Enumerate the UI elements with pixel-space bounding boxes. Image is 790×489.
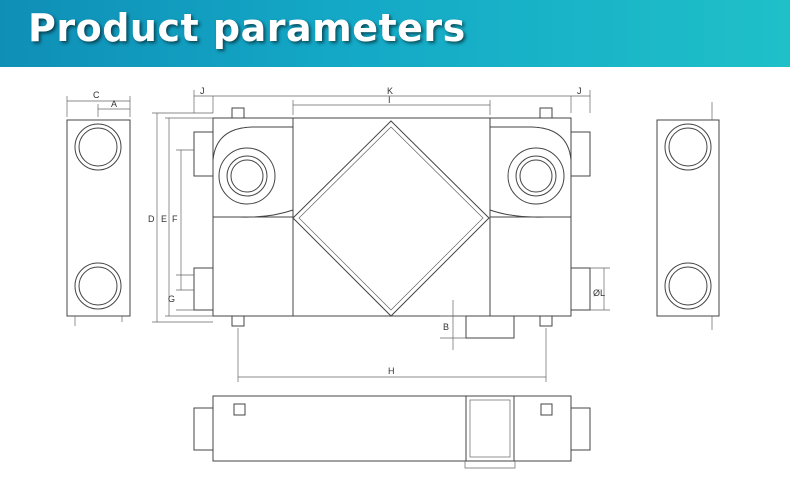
bottom-view: [193, 395, 591, 469]
dim-label-j-left: J: [200, 86, 205, 96]
dim-label-i: I: [388, 95, 391, 105]
right-side-view: [656, 102, 720, 330]
header-banner: Product parameters: [0, 0, 790, 67]
dim-label-c: C: [93, 90, 100, 100]
dim-label-a: A: [111, 99, 117, 109]
dim-label-b: B: [443, 322, 449, 332]
dim-label-k: K: [387, 86, 393, 96]
dim-label-g: G: [168, 294, 175, 304]
left-side-view: C A: [66, 90, 131, 326]
dim-label-h: H: [388, 366, 395, 376]
dim-label-f: F: [172, 214, 178, 224]
dim-label-d: D: [148, 214, 155, 224]
dim-label-j-right: J: [577, 86, 582, 96]
dim-label-e: E: [161, 214, 167, 224]
technical-drawing: C A: [66, 86, 720, 469]
dim-label-l: ØL: [593, 288, 605, 298]
front-view: K I J J D E F G ØL B H: [148, 86, 610, 382]
page-title: Product parameters: [28, 6, 466, 50]
